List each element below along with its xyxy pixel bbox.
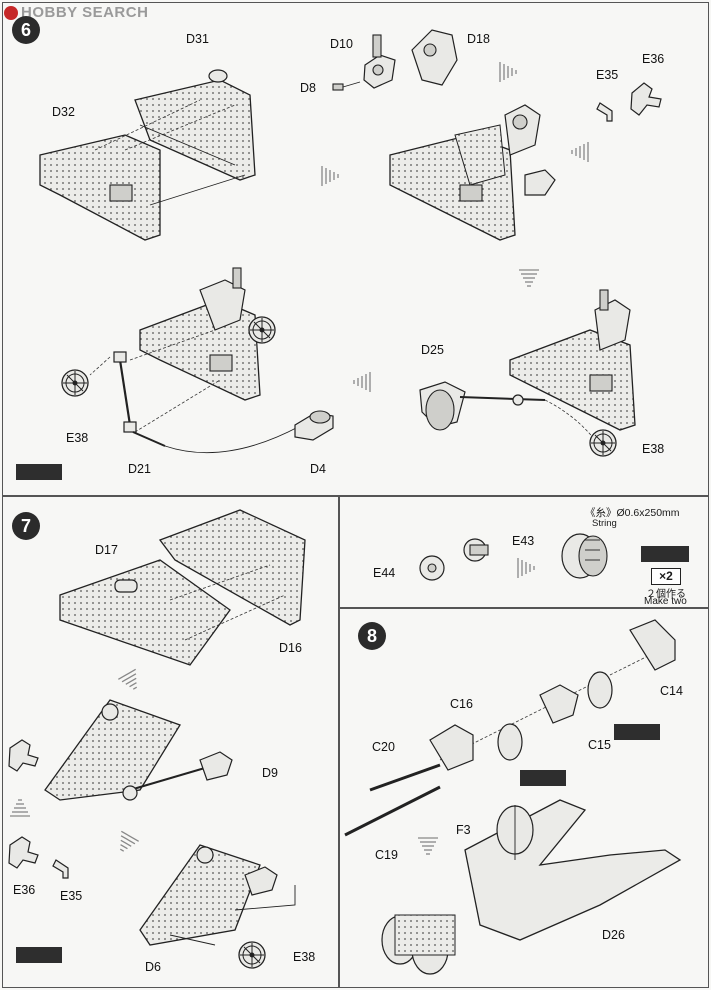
label-C19: C19 [375,848,398,862]
parts-d8-d10-d18 [332,29,458,91]
label-D4: D4 [310,462,326,476]
string-english: String [592,518,617,529]
color-callout-bar [16,464,62,480]
parts-e35-e36 [596,82,662,122]
label-D25: D25 [421,343,444,357]
color-callout-bar [641,546,689,562]
sub-assembly-panel [339,496,709,608]
color-callout-bar [614,724,660,740]
step-6-badge: 6 [12,16,40,44]
color-callout-bar [520,770,566,786]
step6-frame-c [419,289,636,457]
watermark-text: HOBBY SEARCH [21,4,149,21]
step8-axle-assembly [344,619,676,837]
label-C14: C14 [660,684,683,698]
label-E36-top: E36 [642,52,665,66]
step6-panel [2,2,709,496]
label-E38-step7: E38 [293,950,316,964]
label-C20: C20 [372,740,395,754]
label-D8: D8 [300,81,316,95]
label-E35-top: E35 [596,68,619,82]
label-C15: C15 [588,738,611,752]
make-two-japanese: ２個作る [646,589,686,600]
make-two-badge: ×2 [651,568,681,585]
label-E38-right: E38 [642,442,665,456]
label-D16: D16 [279,641,302,655]
label-D18: D18 [467,32,490,46]
label-D17: D17 [95,543,118,557]
label-D31: D31 [186,32,209,46]
label-E35-step7: E35 [60,889,83,903]
step7-panel [2,496,339,988]
label-D26: D26 [602,928,625,942]
label-D32: D32 [52,105,75,119]
direction-arrow-right [321,165,339,187]
step8-panel [339,608,709,988]
label-E44: E44 [373,566,396,580]
label-D9: D9 [262,766,278,780]
step7-frames [59,509,306,666]
direction-arrow-down [518,269,540,287]
step-7-badge: 7 [12,512,40,540]
make-two-english: Make two [644,596,687,607]
label-E43: E43 [512,534,535,548]
label-E36-step7: E36 [13,883,36,897]
label-E38-left: E38 [66,431,89,445]
hobbysearch-logo: HOBBY SEARCH [4,4,148,21]
label-D10: D10 [330,37,353,51]
string-kanji: 《糸》 [585,507,617,519]
hobbysearch-logo-icon [4,5,18,20]
step8-carriage [381,799,682,975]
label-C16: C16 [450,697,473,711]
step6-frame-d [61,267,334,454]
step6-frame-b [389,104,556,241]
step-8-badge: 8 [358,622,386,650]
label-D21: D21 [128,462,151,476]
label-D6: D6 [145,960,161,974]
color-callout-bar [16,947,62,963]
string-spec: Ø0.6x250mm [616,507,680,519]
drum-sub-assembly [419,533,608,581]
step7-assembly-c [8,836,296,969]
label-F3: F3 [456,823,471,837]
step6-frame-a [39,69,256,241]
string-note: 《糸》Ø0.6x250mm [585,505,680,520]
step7-assembly-b [8,699,233,801]
